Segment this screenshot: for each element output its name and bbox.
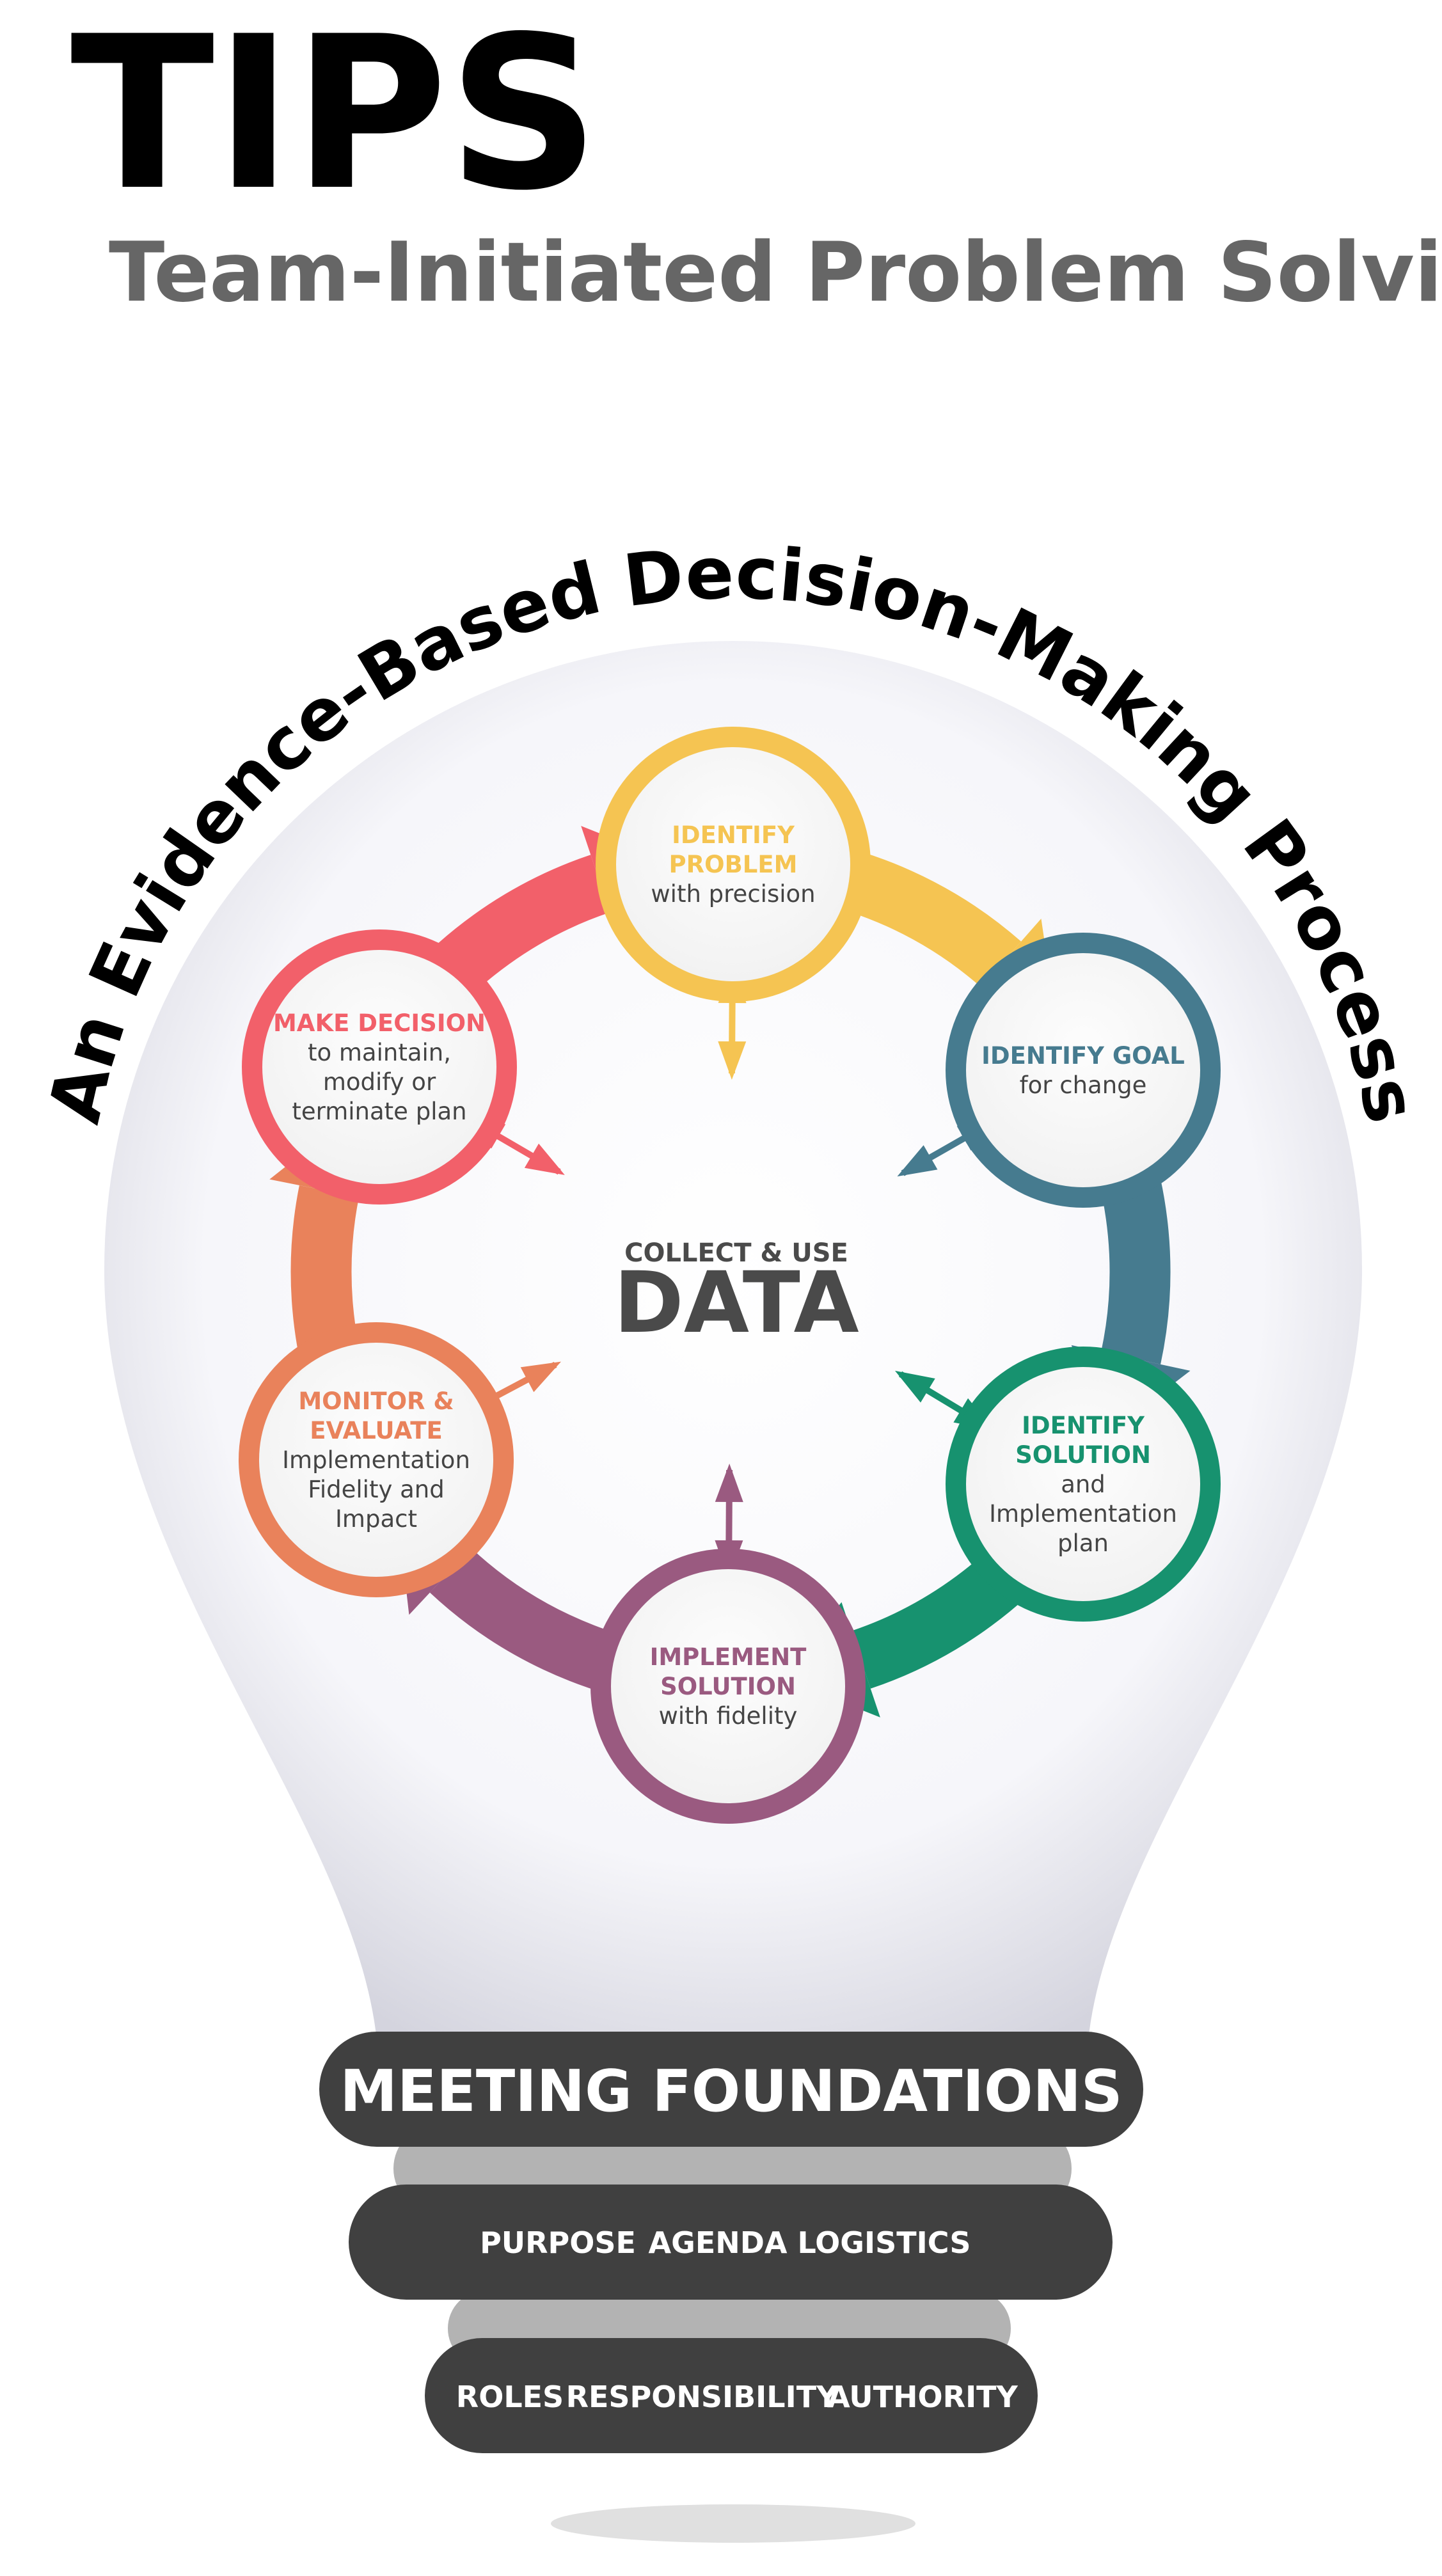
step-description: modify or: [323, 1068, 436, 1096]
step-description: terminate plan: [292, 1098, 466, 1125]
row1-purpose: PURPOSE: [480, 2225, 636, 2260]
row2-authority: AUTHORITY: [827, 2380, 1018, 2414]
step-title: EVALUATE: [310, 1417, 442, 1444]
step-description: Fidelity and: [308, 1476, 444, 1503]
row1-agenda: AGENDA: [648, 2225, 787, 2260]
step-title: IMPLEMENT: [650, 1643, 807, 1671]
step-description: Implementation: [282, 1446, 470, 1474]
step-description: for change: [1020, 1071, 1147, 1099]
step-description: Impact: [335, 1505, 417, 1533]
bulb-shadow: [551, 2504, 915, 2543]
step-description: with precision: [651, 880, 815, 908]
page-title: TIPS: [70, 0, 599, 237]
row2-responsibility: RESPONSIBILITY: [566, 2380, 839, 2414]
center-label: COLLECT & USE: [624, 1238, 848, 1268]
step-title: MAKE DECISION: [273, 1009, 486, 1037]
step-description: Implementation: [989, 1500, 1177, 1528]
step-title: IDENTIFY: [672, 821, 795, 849]
row2-roles: ROLES: [456, 2380, 564, 2414]
meeting-foundations-heading: MEETING FOUNDATIONS: [340, 2058, 1122, 2125]
step-description: and: [1061, 1471, 1105, 1498]
step-title: MONITOR &: [298, 1387, 454, 1415]
row1-logistics: LOGISTICS: [797, 2225, 971, 2260]
step-title: PROBLEM: [669, 851, 798, 878]
arc-heading-letter: c: [734, 532, 780, 616]
step-description: plan: [1058, 1529, 1109, 1557]
step-5: MONITOR &EVALUATEImplementationFidelity …: [239, 1322, 514, 1597]
page-subtitle: Team-Initiated Problem Solving: [109, 225, 1442, 320]
foundations-row2-pill: [425, 2338, 1038, 2453]
step-title: SOLUTION: [660, 1673, 796, 1700]
center-data: DATA: [614, 1254, 859, 1352]
step-title: IDENTIFY GOAL: [981, 1042, 1185, 1070]
arc-heading-letter: D: [619, 533, 688, 623]
step-description: to maintain,: [308, 1039, 451, 1066]
arc-heading-letter: e: [684, 532, 735, 617]
step-description: with fidelity: [659, 1702, 798, 1730]
step-title: IDENTIFY: [1022, 1412, 1145, 1439]
meeting-foundations-pill: [319, 2032, 1143, 2147]
foundations-row1-pill: [349, 2185, 1113, 2300]
step-title: SOLUTION: [1015, 1441, 1151, 1469]
